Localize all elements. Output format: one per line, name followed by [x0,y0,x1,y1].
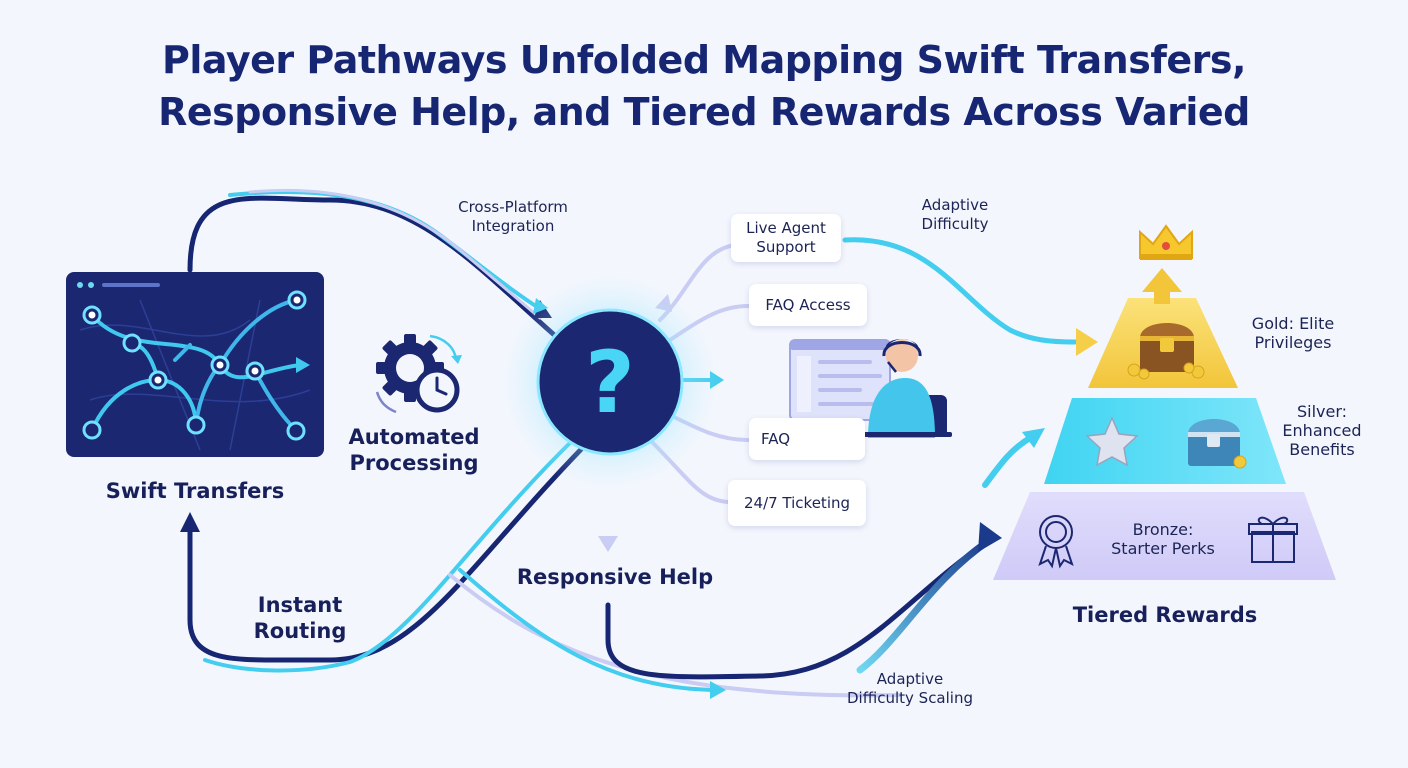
silver-tier-label: Silver: Enhanced Benefits [1270,402,1374,459]
automated-line-2: Processing [349,451,479,475]
bronze-line-1: Bronze: [1132,520,1194,539]
arrow-silver [1022,428,1045,448]
arrow-scaling [710,681,726,699]
ticketing-card[interactable]: 24/7 Ticketing [728,480,866,526]
flow-paths [187,188,1078,698]
path-top-lavender [248,188,542,320]
crown-icon [1139,224,1193,260]
live-agent-line-2: Support [756,238,816,256]
arrow-up-swift [180,512,200,532]
title-line-2: Responsive Help, and Tiered Rewards Acro… [158,90,1250,134]
live-agent-line-1: Live Agent [746,219,826,237]
path-silver-entry [982,435,1033,488]
adaptive-scaling-label: Adaptive Difficulty Scaling [830,670,990,708]
swift-transfers-heading: Swift Transfers [105,479,285,503]
adaptive-difficulty-line-2: Difficulty [921,215,989,233]
bronze-tier-label: Bronze: Starter Perks [1096,520,1230,558]
instant-routing-label: Instant Routing [240,592,360,644]
tiered-rewards-heading: Tiered Rewards [1072,603,1258,627]
cross-platform-line-1: Cross-Platform [458,198,568,216]
adaptive-scaling-line-2: Difficulty Scaling [847,689,973,707]
silver-chest-icon [1188,419,1247,469]
adaptive-difficulty-label: Adaptive Difficulty [900,196,1010,234]
arrow-gold [1076,328,1098,356]
up-arrow [1142,268,1182,304]
star-icon [1085,416,1139,467]
live-agent-card[interactable]: Live Agent Support [731,214,841,262]
arrow-help-down [598,536,618,552]
faq-card[interactable]: FAQ [749,418,865,460]
path-scaling-gradient [856,536,994,674]
medal-icon [1038,515,1074,569]
adaptive-difficulty-line-1: Adaptive [921,196,989,214]
rewards-pyramid [993,268,1336,580]
silver-line-1: Silver: [1296,402,1348,421]
cross-platform-label: Cross-Platform Integration [438,198,588,236]
instant-line-1: Instant [257,593,343,617]
faq-access-card[interactable]: FAQ Access [749,284,867,326]
adaptive-scaling-line-1: Adaptive [876,670,944,688]
silver-line-3: Benefits [1289,440,1355,459]
gold-tier-label: Gold: Elite Privileges [1238,314,1348,352]
arrow-bronze [978,522,1002,552]
gift-icon [1248,516,1298,563]
tier-silver-shape [1044,398,1286,484]
page-title: Player Pathways Unfolded Mapping Swift T… [0,34,1408,138]
automated-line-1: Automated [348,425,480,449]
path-adaptive-difficulty [842,237,1078,345]
gear-clock-icon [375,334,462,414]
cross-platform-line-2: Integration [471,217,555,235]
silver-line-2: Enhanced [1282,421,1362,440]
hub-question-mark: ? [585,333,635,433]
gold-line-2: Privileges [1254,333,1332,352]
question-hub-icon: ? [500,272,720,492]
treasure-chest-icon [1127,323,1205,380]
path-help-to-bronze [605,537,993,680]
map-panel-icon [66,272,324,457]
gold-line-1: Gold: Elite [1251,314,1335,333]
title-line-1: Player Pathways Unfolded Mapping Swift T… [162,38,1246,82]
instant-line-2: Routing [253,619,347,643]
path-lower-lavender [448,573,902,698]
responsive-help-heading: Responsive Help [516,565,714,589]
path-bottom-cyan [458,568,722,692]
path-diag-cyan [203,436,577,673]
tier-bronze-shape [993,492,1336,580]
bronze-line-2: Starter Perks [1111,539,1215,558]
path-instant-routing [187,427,603,663]
automated-processing-label: Automated Processing [344,424,484,476]
